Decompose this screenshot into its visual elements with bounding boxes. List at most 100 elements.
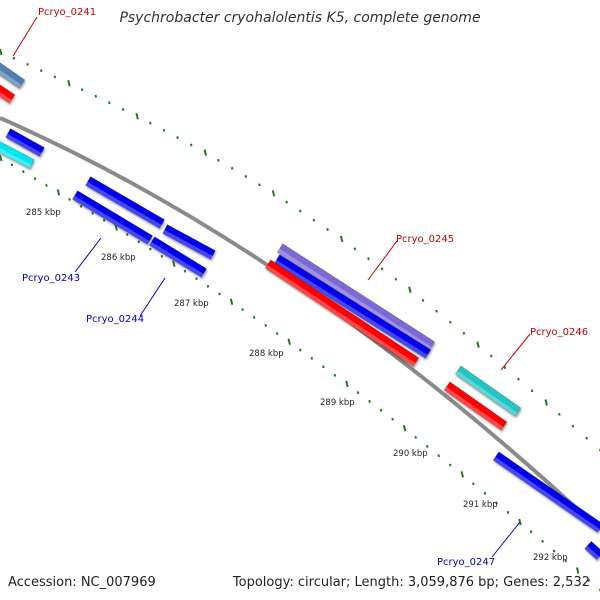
tick-mark [176, 136, 179, 140]
tick-mark [367, 257, 370, 261]
tick-mark [22, 170, 25, 174]
tick-mark [91, 211, 94, 215]
feature-forward [273, 254, 432, 359]
tick-mark [94, 94, 98, 98]
tick-mark [0, 48, 3, 56]
tick-mark [575, 567, 580, 574]
feature-forward [162, 224, 216, 260]
tick-mark [195, 277, 198, 281]
tick-mark [394, 277, 398, 281]
tick-mark [541, 539, 544, 543]
kbp-label: 289 kbp [320, 398, 355, 408]
gene-label-pcryo-0243[interactable]: Pcryo_0243 [22, 273, 80, 284]
gene-label-pcryo-0241[interactable]: Pcryo_0241 [38, 7, 96, 18]
tick-mark [26, 62, 29, 66]
tick-mark [252, 316, 256, 319]
tick-mark [299, 348, 302, 352]
tick-mark [0, 154, 3, 162]
kbp-label: 285 kbp [26, 208, 61, 218]
gene-label-pcryo-0244[interactable]: Pcryo_0244 [86, 314, 144, 325]
tick-mark [495, 501, 498, 505]
feature-teal [454, 365, 522, 417]
tick-mark [449, 463, 452, 467]
feature-reverse [0, 84, 16, 104]
tick-mark [489, 354, 493, 358]
tick-mark [275, 332, 279, 336]
gene-label-pcryo-0246[interactable]: Pcryo_0246 [530, 327, 588, 338]
callout-line [12, 16, 38, 57]
kbp-label: 292 kbp [533, 553, 568, 563]
tick-mark [39, 69, 43, 73]
callout-line [500, 333, 531, 371]
tick-mark [391, 417, 394, 421]
tick-mark [587, 578, 591, 582]
tick-mark [558, 412, 561, 416]
tick-mark [483, 491, 487, 495]
tick-mark [472, 482, 475, 486]
feature-reverse [443, 381, 508, 431]
tick-mark [189, 143, 193, 147]
map-title: Psychrobacter cryohalolentis K5, complet… [119, 10, 481, 26]
feature-reverse [264, 259, 420, 367]
feature-forward [5, 128, 45, 157]
tick-mark [108, 101, 111, 105]
tick-mark [326, 228, 329, 231]
tick-mark [408, 286, 412, 293]
tick-mark [203, 149, 208, 156]
kbp-label: 288 kbp [249, 349, 284, 359]
genome-summary: Topology: circular; Length: 3,059,876 bp… [232, 575, 590, 590]
tick-mark [68, 197, 71, 201]
tick-mark [162, 128, 166, 132]
tick-mark [149, 121, 152, 125]
tick-mark [206, 284, 210, 288]
tick-mark [530, 389, 534, 393]
tick-mark [10, 163, 14, 167]
tick-mark [125, 233, 129, 237]
tick-mark [356, 391, 360, 395]
tick-mark [368, 399, 371, 403]
tick-mark [241, 308, 244, 311]
tick-mark [322, 365, 325, 369]
tick-mark [571, 424, 575, 428]
tick-mark [476, 341, 480, 348]
tick-mark [135, 113, 139, 120]
tick-mark [79, 204, 83, 208]
tick-mark [244, 174, 248, 178]
tick-mark [217, 158, 220, 162]
tick-mark [137, 240, 141, 244]
tick-mark [437, 454, 441, 458]
feature-forward [584, 540, 600, 561]
gene-label-pcryo-0247[interactable]: Pcryo_0247 [437, 557, 495, 568]
tick-mark [285, 200, 288, 204]
tick-mark [12, 56, 16, 60]
feature-tracks [0, 62, 600, 561]
callout-line [139, 277, 166, 317]
tick-mark [345, 380, 349, 388]
tick-mark [462, 331, 466, 335]
tick-mark [506, 510, 510, 514]
accession-text: Accession: NC_007969 [8, 575, 156, 590]
tick-mark [287, 338, 291, 345]
tick-mark [230, 166, 234, 170]
tick-mark [379, 408, 383, 412]
gene-label-pcryo-0245[interactable]: Pcryo_0245 [396, 234, 454, 245]
tick-mark [271, 190, 276, 197]
tick-mark [299, 209, 302, 213]
tick-mark [353, 247, 357, 251]
tick-mark [80, 88, 84, 92]
kbp-label: 290 kbp [393, 449, 428, 459]
feature-forward [492, 451, 600, 533]
feature-forward [72, 190, 153, 245]
kbp-label: 286 kbp [101, 253, 136, 263]
tick-mark [258, 183, 261, 187]
tick-mark [121, 107, 125, 111]
tick-mark [218, 292, 221, 296]
tick-mark [552, 549, 556, 553]
tick-mark [229, 298, 234, 305]
tick-marks [0, 48, 600, 592]
tick-mark [56, 189, 61, 196]
tick-mark [339, 235, 344, 243]
